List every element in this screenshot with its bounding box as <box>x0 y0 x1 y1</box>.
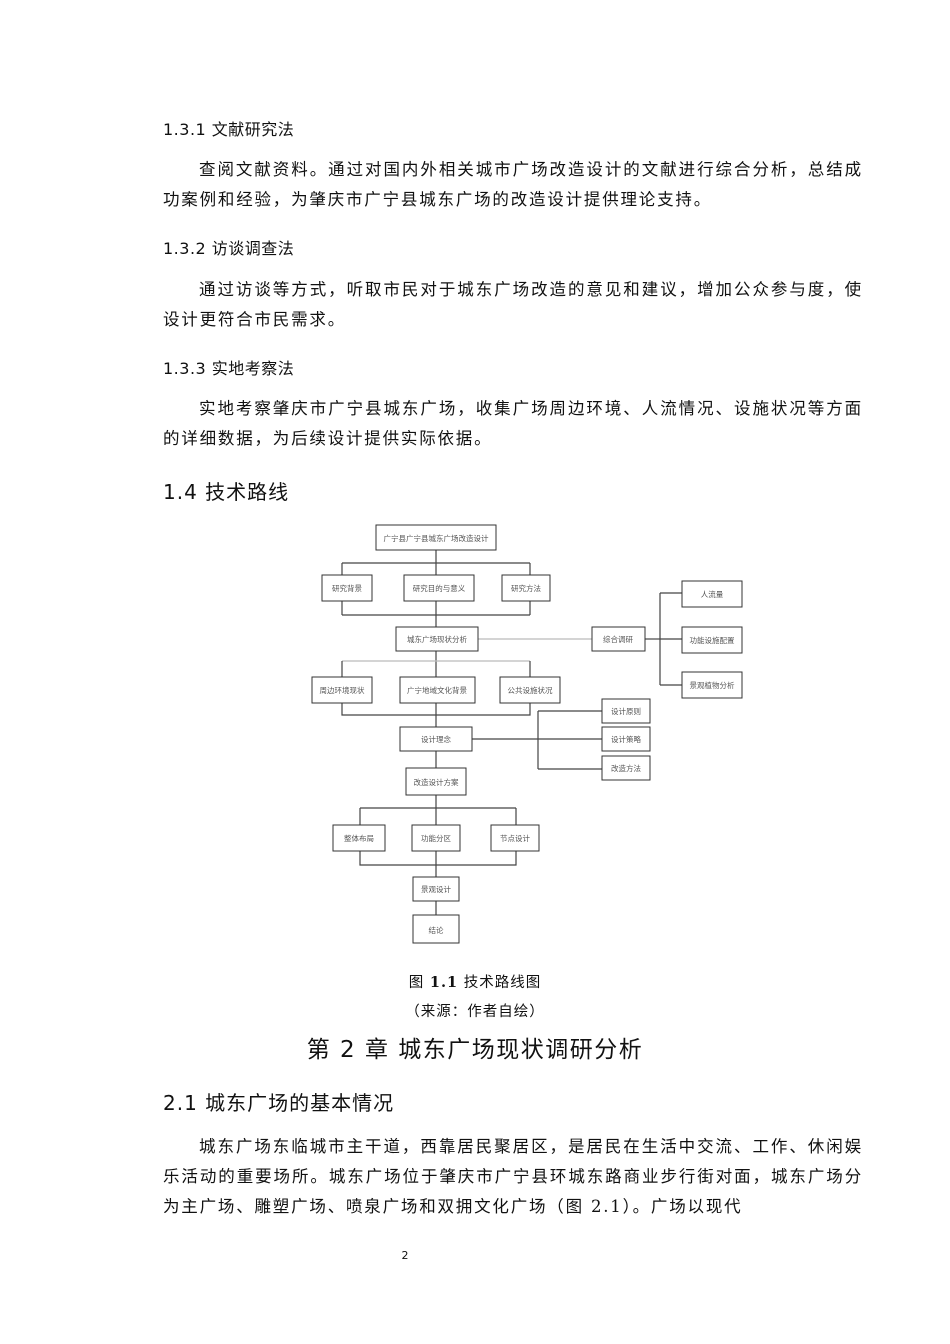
paragraph-2-1: 城东广场东临城市主干道，西靠居民聚居区，是居民在生活中交流、工作、休闲娱乐活动的… <box>163 1137 863 1216</box>
node-research-method: 研究方法 <box>501 574 551 602</box>
figure-number: 1.1 <box>429 974 459 991</box>
heading-1-3-1: 1.3.1 文献研究法 <box>163 120 295 139</box>
node-conclusion: 结论 <box>412 914 460 944</box>
heading-1-4: 1.4 技术路线 <box>163 480 290 504</box>
node-research-background: 研究背景 <box>321 574 373 602</box>
figure-caption: 图 1.1 技术路线图 <box>0 971 950 992</box>
svg-text:景观设计: 景观设计 <box>421 884 451 894</box>
node-concept-1: 设计原则 <box>601 698 651 724</box>
page-number: 2 <box>401 1249 409 1262</box>
svg-text:设计原则: 设计原则 <box>611 706 641 716</box>
svg-text:整体布局: 整体布局 <box>344 833 374 843</box>
node-zone: 功能分区 <box>411 824 461 852</box>
svg-text:结论: 结论 <box>429 925 444 935</box>
node-detail: 节点设计 <box>490 824 540 852</box>
svg-text:研究方法: 研究方法 <box>511 583 541 593</box>
figure-caption-prefix: 图 <box>408 975 425 991</box>
svg-text:城东广场现状分析: 城东广场现状分析 <box>407 634 467 644</box>
node-result-1: 人流量 <box>681 580 743 608</box>
svg-text:广宁地域文化背景: 广宁地域文化背景 <box>407 685 467 695</box>
heading-2-1: 2.1 城东广场的基本情况 <box>163 1091 395 1115</box>
node-top: 广宁县广宁县城东广场改造设计 <box>375 524 497 551</box>
svg-text:研究目的与意义: 研究目的与意义 <box>413 583 466 593</box>
technical-route-flowchart: 广宁县广宁县城东广场改造设计 研究背景 研究目的与意义 研究方法 城东广场现状分… <box>311 524 743 944</box>
svg-text:景观植物分析: 景观植物分析 <box>690 680 735 690</box>
node-research-meaning: 研究目的与意义 <box>403 574 475 602</box>
node-concept-2: 设计策略 <box>601 726 651 752</box>
svg-text:周边环境现状: 周边环境现状 <box>320 685 365 695</box>
svg-text:改造设计方案: 改造设计方案 <box>414 777 459 787</box>
node-current-analysis: 城东广场现状分析 <box>395 626 479 652</box>
node-layout: 整体布局 <box>332 824 386 852</box>
chapter-title: 第 2 章 城东广场现状调研分析 <box>306 1037 644 1063</box>
svg-text:改造方法: 改造方法 <box>611 763 641 773</box>
node-scheme: 改造设计方案 <box>405 767 467 796</box>
node-facility: 公共设施状况 <box>499 676 561 704</box>
svg-text:设计理念: 设计理念 <box>421 734 451 744</box>
svg-text:功能分区: 功能分区 <box>421 833 451 843</box>
node-culture: 广宁地域文化背景 <box>399 676 476 704</box>
paragraph-1-3-1: 查阅文献资料。通过对国内外相关城市广场改造设计的文献进行综合分析，总结成功案例和… <box>163 160 863 209</box>
svg-text:研究背景: 研究背景 <box>332 583 362 593</box>
node-summary: 综合调研 <box>591 626 646 652</box>
svg-text:节点设计: 节点设计 <box>500 833 530 843</box>
svg-text:综合调研: 综合调研 <box>603 634 633 644</box>
heading-1-3-2: 1.3.2 访谈调查法 <box>163 239 295 258</box>
node-concept-3: 改造方法 <box>601 755 651 781</box>
node-result-2: 功能设施配置 <box>681 626 743 654</box>
paragraph-1-3-2: 通过访谈等方式，听取市民对于城东广场改造的意见和建议，增加公众参与度，使设计更符… <box>163 280 863 329</box>
node-surrounding-env: 周边环境现状 <box>311 676 373 704</box>
paragraph-1-3-3: 实地考察肇庆市广宁县城东广场，收集广场周边环境、人流情况、设施状况等方面的详细数… <box>163 399 863 448</box>
svg-text:设计策略: 设计策略 <box>611 734 641 744</box>
svg-text:公共设施状况: 公共设施状况 <box>508 685 553 695</box>
svg-text:人流量: 人流量 <box>701 589 724 599</box>
node-overall: 景观设计 <box>412 876 460 902</box>
svg-text:广宁县广宁县城东广场改造设计: 广宁县广宁县城东广场改造设计 <box>384 533 489 543</box>
heading-1-3-3: 1.3.3 实地考察法 <box>163 359 295 378</box>
node-result-3: 景观植物分析 <box>681 671 743 699</box>
node-design-concept: 设计理念 <box>399 726 473 752</box>
figure-source: （来源：作者自绘） <box>405 1004 545 1020</box>
svg-text:功能设施配置: 功能设施配置 <box>690 635 735 645</box>
figure-caption-text: 技术路线图 <box>463 975 542 991</box>
